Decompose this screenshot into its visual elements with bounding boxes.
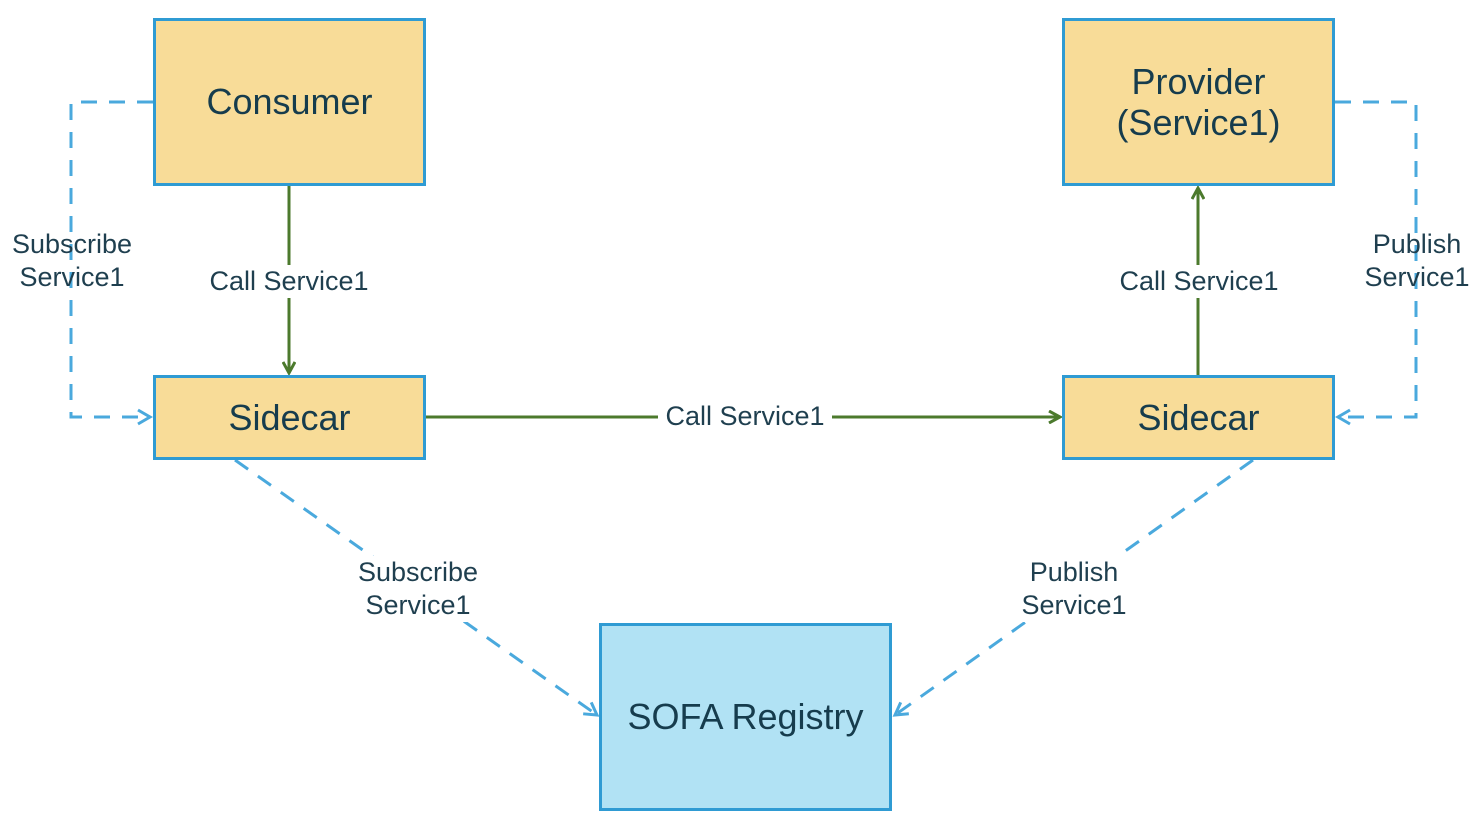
sofa-registry-node: SOFA Registry bbox=[599, 623, 892, 811]
sofa-registry-label: SOFA Registry bbox=[627, 696, 864, 738]
provider-call-label: Call Service1 bbox=[1108, 265, 1290, 298]
consumer-subscribe-arrow bbox=[69, 100, 153, 426]
registry-subscribe-arrow bbox=[234, 458, 600, 717]
registry-publish-arrow bbox=[892, 458, 1254, 717]
provider-publish-arrow bbox=[1335, 100, 1418, 426]
registry-subscribe-label: Subscribe Service1 bbox=[350, 556, 486, 622]
provider-sidecar-label: Sidecar bbox=[1137, 396, 1260, 438]
registry-publish-label: Publish Service1 bbox=[1012, 556, 1136, 622]
consumer-subscribe-label: Subscribe Service1 bbox=[11, 229, 133, 292]
provider-publish-label: Publish Service1 bbox=[1364, 229, 1470, 292]
consumer-node: Consumer bbox=[153, 18, 426, 186]
provider-label: Provider (Service1) bbox=[1116, 60, 1281, 143]
provider-sidecar-node: Sidecar bbox=[1062, 375, 1335, 460]
consumer-sidecar-label: Sidecar bbox=[228, 396, 351, 438]
consumer-call-label: Call Service1 bbox=[198, 265, 380, 298]
provider-node: Provider (Service1) bbox=[1062, 18, 1335, 186]
consumer-label: Consumer bbox=[206, 81, 373, 123]
consumer-sidecar-node: Sidecar bbox=[153, 375, 426, 460]
sidecar-call-label: Call Service1 bbox=[658, 400, 832, 433]
